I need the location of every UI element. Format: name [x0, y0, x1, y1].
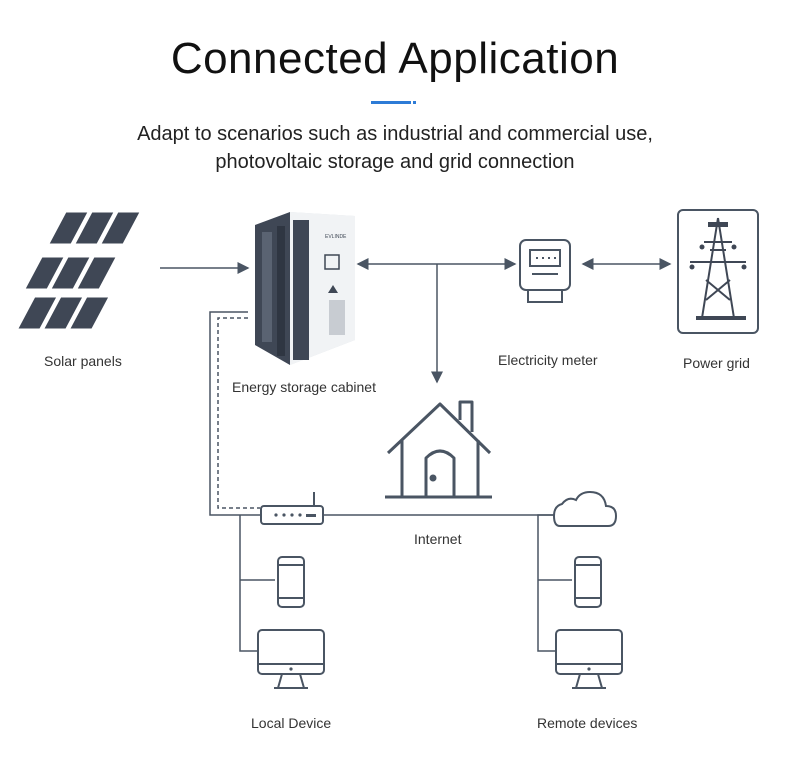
- subtitle-line-1: Adapt to scenarios such as industrial an…: [137, 123, 653, 145]
- local-monitor-icon: [257, 629, 325, 689]
- solar-panels-label: Solar panels: [44, 353, 122, 369]
- page-subtitle: Adapt to scenarios such as industrial an…: [0, 120, 790, 176]
- energy-storage-cabinet-label: Energy storage cabinet: [232, 379, 376, 395]
- remote-monitor-icon: [555, 629, 623, 689]
- local-device-label: Local Device: [251, 715, 332, 731]
- subtitle-line-2: photovoltaic storage and grid connection: [215, 151, 575, 173]
- electricity-meter-label: Electricity meter: [498, 352, 598, 368]
- remote-devices-label: Remote devices: [537, 715, 638, 731]
- remote-phone-icon: [574, 556, 602, 608]
- house-icon: [385, 400, 492, 499]
- cloud-icon: [552, 490, 618, 527]
- solar-panels-icon: [17, 211, 141, 330]
- power-grid-icon: [677, 209, 759, 334]
- electricity-meter-icon: [519, 239, 571, 303]
- title-underline-dot: [413, 101, 416, 104]
- cabinet-brand: EVLINDE: [325, 234, 347, 240]
- internet-label: Internet: [414, 531, 462, 547]
- local-phone-icon: [277, 556, 305, 608]
- title-underline: [371, 101, 411, 104]
- energy-storage-cabinet-icon: EVLINDE: [255, 212, 355, 365]
- power-grid-label: Power grid: [683, 355, 750, 371]
- router-icon: [260, 492, 324, 525]
- page-title: Connected Application: [170, 34, 620, 83]
